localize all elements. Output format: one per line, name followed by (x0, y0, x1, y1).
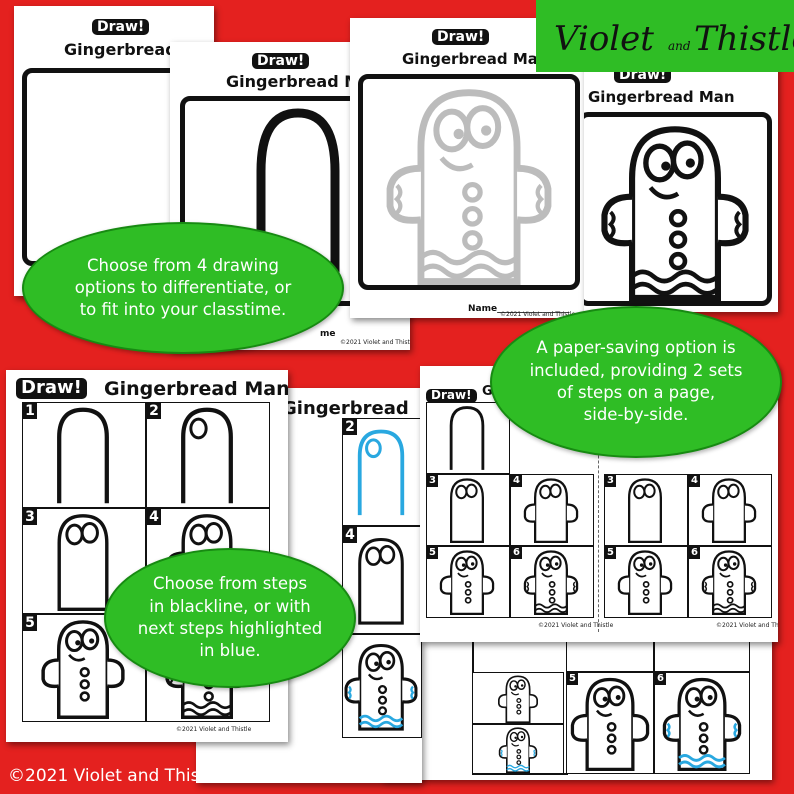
draw-badge: Draw! (252, 50, 310, 70)
step-number: 4 (147, 509, 161, 525)
gingerbread-step-drawing (344, 643, 418, 731)
gingerbread-step-drawing (628, 478, 662, 544)
brand-logo-mark: Violet and Thistle (554, 19, 794, 59)
draw-badge: Draw! (92, 16, 150, 36)
step-number: 1 (23, 403, 37, 419)
gingerbread-step-drawing (617, 550, 673, 616)
name-label: Name________________ (468, 304, 570, 314)
step-number: 2 (147, 403, 161, 419)
gingerbread-step-drawing (449, 478, 485, 544)
copyright-text: ©2021 Violet and Thistle (176, 726, 252, 733)
step-number: 4 (689, 475, 700, 487)
gingerbread-complete-drawing (584, 117, 767, 301)
step-cell: 6 (510, 546, 594, 618)
step-cell (472, 724, 564, 774)
logo-word-thistle: Thistle (694, 19, 794, 59)
step-number: 3 (427, 475, 438, 487)
step-cell: 6 (688, 546, 772, 618)
step-cell (342, 634, 422, 738)
worksheet-complete: Draw! Gingerbread Man (584, 62, 778, 312)
worksheet-title: Gingerbread (282, 398, 409, 419)
gingerbread-step-drawing (449, 406, 485, 472)
worksheet-title: Gingerbread Man (402, 50, 549, 68)
step-number: 5 (567, 673, 578, 685)
gingerbread-step-drawing (498, 727, 538, 773)
gingerbread-step-drawing (357, 429, 405, 516)
callout-steps-color: Choose from steps in blackline, or with … (104, 548, 356, 688)
step-number: 6 (689, 547, 700, 559)
step-number: 5 (23, 615, 37, 631)
step-cell: 2 (342, 418, 422, 526)
step-cell: 5 (604, 546, 688, 618)
step-number: 3 (23, 509, 37, 525)
callout-drawing-options: Choose from 4 drawing options to differe… (22, 222, 344, 354)
draw-badge: Draw! (16, 377, 87, 399)
copyright-text: ©2021 Violet and Thistle (340, 339, 410, 346)
gingerbread-step-drawing (701, 550, 757, 616)
step-cell (426, 402, 510, 474)
gingerbread-step-drawing (570, 677, 650, 772)
step-number: 5 (427, 547, 438, 559)
copyright-text: ©2021 Violet and Thistle (538, 622, 614, 629)
worksheet-title: Gingerbread Man (588, 88, 735, 106)
step-number: 6 (511, 547, 522, 559)
step-cell: 1 (22, 402, 146, 508)
gingerbread-step-drawing (523, 550, 579, 616)
logo-word-violet: Violet (554, 19, 654, 59)
step-cell: 5 (426, 546, 510, 618)
copyright-text: ©2021 Violet and Thistle (500, 311, 576, 318)
step-cell: 3 (604, 474, 688, 546)
step-number: 3 (605, 475, 616, 487)
step-number: 4 (511, 475, 522, 487)
step-number: 2 (343, 419, 357, 435)
gingerbread-trace-drawing (363, 79, 575, 285)
step-number: 4 (343, 527, 357, 543)
worksheet-title: Gingerbread M (64, 40, 199, 59)
cut-line-divider (598, 396, 599, 632)
name-label-fragment: me (320, 329, 336, 339)
step-cell (472, 672, 564, 724)
step-cell: 4 (688, 474, 772, 546)
step-cell: 4 (510, 474, 594, 546)
callout-paper-saving: A paper-saving option is included, provi… (490, 306, 782, 458)
step-cell: 3 (426, 474, 510, 546)
worksheet-title: Gingerbread Man (104, 378, 288, 400)
gingerbread-step-drawing (701, 478, 757, 544)
gingerbread-step-drawing (439, 550, 495, 616)
draw-badge: Draw! (432, 26, 490, 46)
step-number: 5 (605, 547, 616, 559)
arch-outline-drawing (256, 108, 340, 291)
footer-copyright: ©2021 Violet and Thistle (8, 766, 222, 786)
brand-logo: Violet and Thistle (536, 0, 794, 72)
step-cell: 6 (654, 672, 750, 774)
gingerbread-step-drawing (147, 403, 267, 505)
gingerbread-step-drawing (23, 403, 143, 505)
step-number: 6 (655, 673, 666, 685)
gingerbread-step-drawing (523, 478, 579, 544)
logo-word-and: and (668, 39, 691, 53)
draw-badge: Draw! (426, 384, 477, 403)
gingerbread-step-drawing (498, 675, 539, 723)
step-cell: 2 (146, 402, 270, 508)
gingerbread-step-drawing (662, 677, 742, 772)
step-cell: 5 (566, 672, 654, 774)
drawing-frame (584, 112, 772, 306)
worksheet-title: Gingerbread Ma (226, 72, 371, 91)
copyright-text: ©2021 Violet and Thistle (716, 622, 778, 629)
drawing-frame (358, 74, 580, 290)
